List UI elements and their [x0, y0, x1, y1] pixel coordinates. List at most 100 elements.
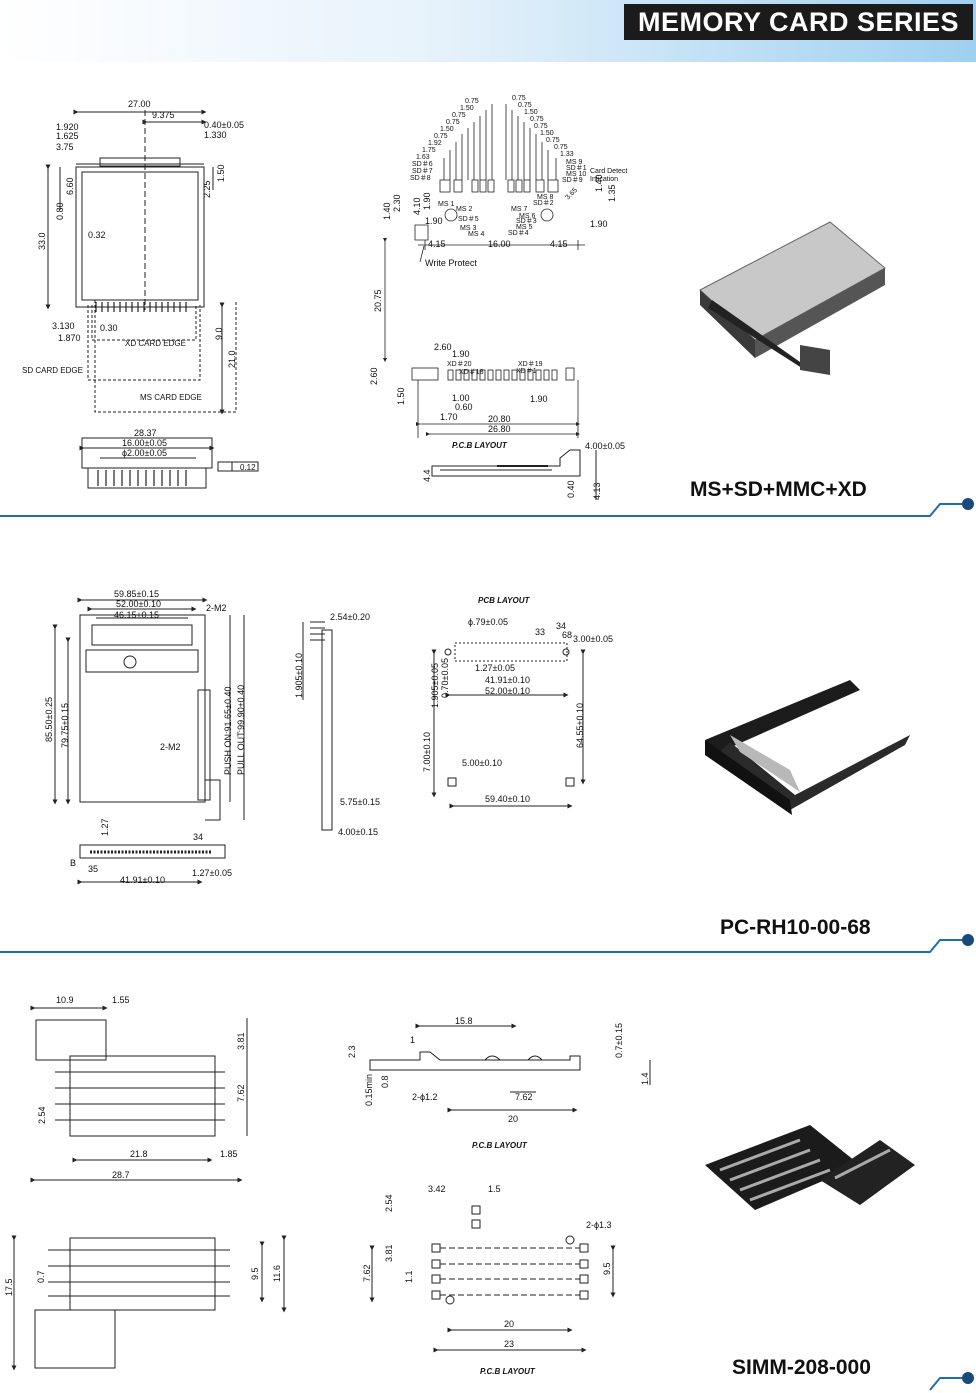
dim-label: 1.27±0.05 — [475, 663, 515, 673]
ms-sd-top-view — [45, 109, 237, 415]
dim-label: 5.00±0.10 — [462, 758, 502, 768]
dim-label: 1.1 — [404, 1270, 414, 1283]
dim-label: 2.60 — [434, 342, 452, 352]
dim-label: 1.33 — [560, 151, 574, 158]
dim-label: 7.62 — [362, 1264, 372, 1282]
pin-label: SD＃6 — [412, 160, 433, 168]
dim-label: 1.90 — [425, 216, 443, 226]
pc-card-front-view-labels: 1.27 34 B 35 41.91±0.10 1.27±0.05 — [70, 818, 232, 885]
sim-bottom-view — [11, 1235, 287, 1371]
pc-card-pcb-layout — [431, 642, 586, 809]
pin-label: SD＃5 — [458, 215, 479, 223]
dim-label: 3.42 — [428, 1184, 446, 1194]
pin-label: MS 4 — [468, 231, 484, 238]
pin-label: MS 3 — [460, 225, 476, 232]
dim-label: 9.375 — [152, 110, 175, 120]
dim-label: 1.40 — [382, 202, 392, 220]
dim-label: 0.75 — [512, 95, 526, 102]
dim-label: 1.5 — [488, 1184, 501, 1194]
page-title: MEMORY CARD SERIES — [624, 4, 973, 40]
dim-label: 26.80 — [488, 424, 511, 434]
ms-sd-side-view — [431, 449, 597, 500]
dim-label: 0.7 — [36, 1270, 46, 1283]
dim-label: 16.00 — [488, 239, 511, 249]
dim-label: 1.625 — [56, 131, 79, 141]
dim-label: 0.7±0.15 — [614, 1023, 624, 1058]
dim-label: 28.7 — [112, 1170, 130, 1180]
dim-label: 3.75 — [56, 142, 74, 152]
dim-label: 6.60 — [65, 177, 75, 195]
dim-label: 2.3 — [347, 1045, 357, 1058]
dim-label: 0.80 — [55, 202, 65, 220]
pin-label: SD＃1 — [566, 164, 587, 172]
dim-label: 0.75 — [452, 112, 466, 119]
dim-label: 4.15 — [428, 239, 446, 249]
dim-label: 41.91±0.10 — [120, 875, 165, 885]
dim-label: 3.00±0.05 — [573, 634, 613, 644]
dim-label: 4.13 — [592, 482, 602, 500]
note-label: Card Detect — [590, 168, 627, 175]
pin-label: XD＃19 — [518, 360, 543, 368]
sim-pcb-layout — [369, 1205, 616, 1353]
sim-top-view-labels: 10.9 1.55 3.81 7.62 2.54 21.8 1.85 28.7 — [37, 995, 246, 1180]
dim-label: 0.8 — [380, 1075, 390, 1088]
dim-label: 0.75 — [554, 144, 568, 151]
dim-label: ϕ.79±0.05 — [468, 617, 508, 627]
dim-label: 20 — [508, 1114, 518, 1124]
dim-label: 0.30 — [100, 323, 118, 333]
dim-label: 79.75±0.15 — [60, 703, 70, 748]
pin-label: MS 8 — [537, 194, 553, 201]
dim-label: 0.75 — [434, 133, 448, 140]
pcb-layout-title: P.C.B LAYOUT — [480, 1367, 536, 1376]
dim-label: 4.15 — [550, 239, 568, 249]
dim-label: 2.54±0.20 — [330, 612, 370, 622]
dim-label: 2-M2 — [206, 603, 227, 613]
pcb-layout-title: P.C.B LAYOUT — [472, 1141, 528, 1150]
dim-label: 1.920 — [56, 122, 79, 132]
dim-label: 34 — [193, 832, 203, 842]
dim-label: 2.54 — [384, 1194, 394, 1212]
dim-label: 68 — [562, 630, 572, 640]
dim-label: 3.65 — [564, 187, 579, 202]
dim-label: SD CARD EDGE — [22, 366, 83, 375]
dim-label: 28.37 — [134, 428, 157, 438]
dim-label: 7.62 — [515, 1092, 533, 1102]
model-label-simm: SIMM-208-000 — [732, 1356, 871, 1379]
pin-label: SD＃3 — [516, 217, 537, 225]
dim-label: ϕ2.00±0.05 — [122, 448, 167, 458]
pc-card-front-view — [77, 844, 226, 885]
dim-label: 1.50 — [460, 105, 474, 112]
dim-label: 1.50 — [440, 126, 454, 133]
dim-label: 1.55 — [112, 995, 130, 1005]
dim-label: 0.40±0.05 — [204, 120, 244, 130]
pc-card-top-view — [52, 597, 245, 821]
dim-label: 20.75 — [373, 289, 383, 312]
sim-card-connector-photo — [705, 1125, 915, 1210]
divider-dot-2 — [962, 934, 974, 946]
memory-card-connector-photo — [699, 221, 886, 375]
dim-label: PULL OUT:99.90±0.40 — [236, 685, 246, 775]
dim-label: PUSH ON:91.65±0.40 — [223, 687, 233, 775]
pin-label: MS 6 — [519, 213, 535, 220]
ms-sd-pcb-layout — [383, 104, 585, 438]
dim-label: 5.75±0.15 — [340, 797, 380, 807]
dim-label: 0.70±0.05 — [440, 658, 450, 698]
dim-label: 17.5 — [4, 1278, 14, 1296]
dim-label: 20.80 — [488, 414, 511, 424]
dim-label: 0.75 — [518, 102, 532, 109]
dim-label: 23 — [504, 1339, 514, 1349]
pin-label: XD＃18 — [459, 368, 484, 376]
note-label: Write Protect — [425, 258, 477, 268]
dim-label: 1.4 — [640, 1072, 650, 1085]
dim-label: 1.50 — [396, 387, 406, 405]
dim-label: 52.00±0.10 — [116, 599, 161, 609]
dim-label: 1.905±0.10 — [294, 653, 304, 698]
dim-label: 1.90 — [590, 219, 608, 229]
dim-label: 0.75 — [446, 119, 460, 126]
pin-label: MS 1 — [438, 201, 454, 208]
dim-label: 1.40 — [594, 174, 604, 192]
dim-label: 33.0 — [37, 232, 47, 250]
dim-label: 52.00±0.10 — [485, 686, 530, 696]
dim-label: 41.91±0.10 — [485, 675, 530, 685]
dim-label: 3.81 — [236, 1032, 246, 1050]
